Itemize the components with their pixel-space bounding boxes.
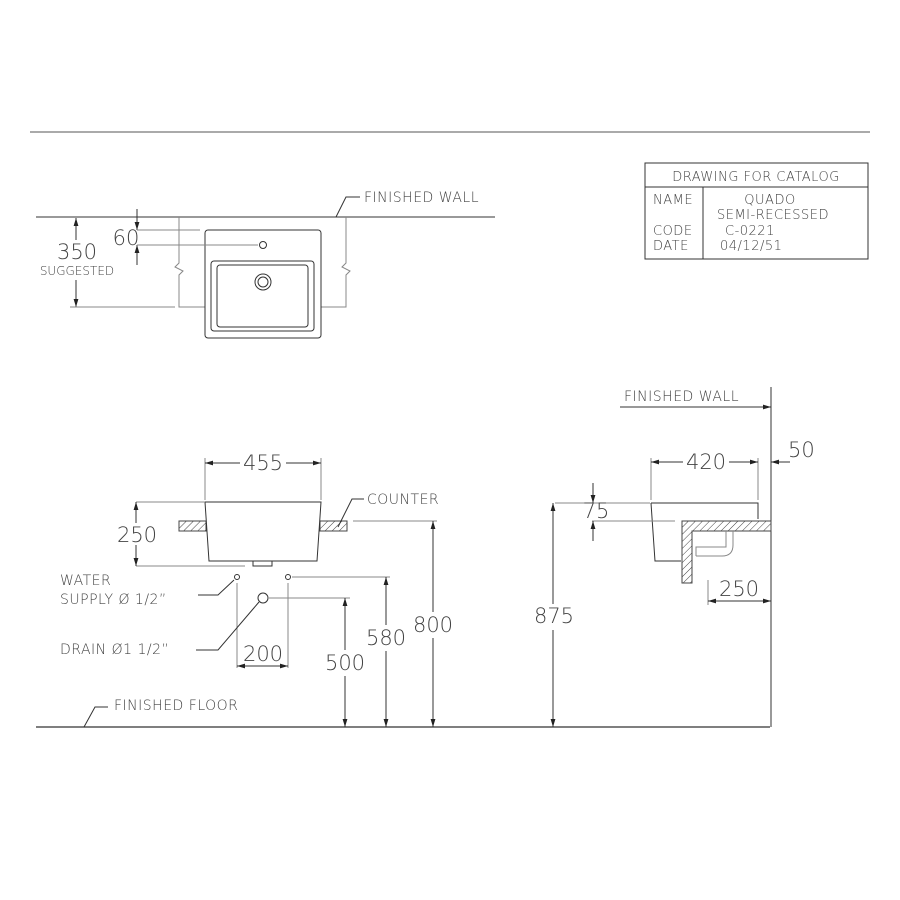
dim-60: 60 bbox=[113, 226, 140, 250]
name-value-1: QUADO bbox=[744, 193, 795, 208]
date-label: DATE bbox=[653, 239, 689, 254]
name-value-2: SEMI-RECESSED bbox=[717, 208, 829, 223]
title-heading: DRAWING FOR CATALOG bbox=[672, 170, 840, 185]
counter-label: COUNTER bbox=[367, 492, 439, 508]
dim-200: 200 bbox=[243, 642, 283, 666]
drain-label: DRAIN Ø1 1/2” bbox=[60, 642, 169, 658]
dim-250-front: 250 bbox=[117, 523, 157, 547]
plan-wall-label: FINISHED WALL bbox=[364, 190, 479, 206]
dim-455: 455 bbox=[243, 451, 283, 475]
dim-350: 350 bbox=[57, 240, 97, 264]
dim-800: 800 bbox=[413, 613, 453, 637]
side-wall-label: FINISHED WALL bbox=[624, 389, 739, 405]
dim-250-side: 250 bbox=[719, 577, 759, 601]
dim-350-note: SUGGESTED bbox=[40, 264, 114, 278]
name-label: NAME bbox=[653, 193, 693, 208]
date-value: 04/12/51 bbox=[720, 239, 782, 254]
dim-75: 75 bbox=[583, 499, 610, 523]
plan-view: FINISHED WALL 350 SUGGESTED 60 bbox=[36, 190, 495, 339]
water-supply-label-1: WATER bbox=[60, 573, 111, 589]
dim-875: 875 bbox=[534, 604, 574, 628]
dim-580: 580 bbox=[366, 626, 406, 650]
code-value: C-0221 bbox=[725, 224, 775, 239]
side-elevation: FINISHED WALL 50 420 75 875 250 bbox=[530, 387, 815, 727]
dim-50: 50 bbox=[788, 438, 815, 462]
water-supply-label-2: SUPPLY Ø 1/2” bbox=[60, 592, 167, 608]
title-block: DRAWING FOR CATALOG NAME QUADO SEMI-RECE… bbox=[644, 162, 869, 260]
dim-420: 420 bbox=[686, 450, 726, 474]
floor-label: FINISHED FLOOR bbox=[114, 698, 238, 714]
code-label: CODE bbox=[653, 224, 693, 239]
front-elevation: FINISHED FLOOR 455 COUNTER 250 bbox=[36, 451, 770, 728]
dim-500: 500 bbox=[325, 651, 365, 675]
